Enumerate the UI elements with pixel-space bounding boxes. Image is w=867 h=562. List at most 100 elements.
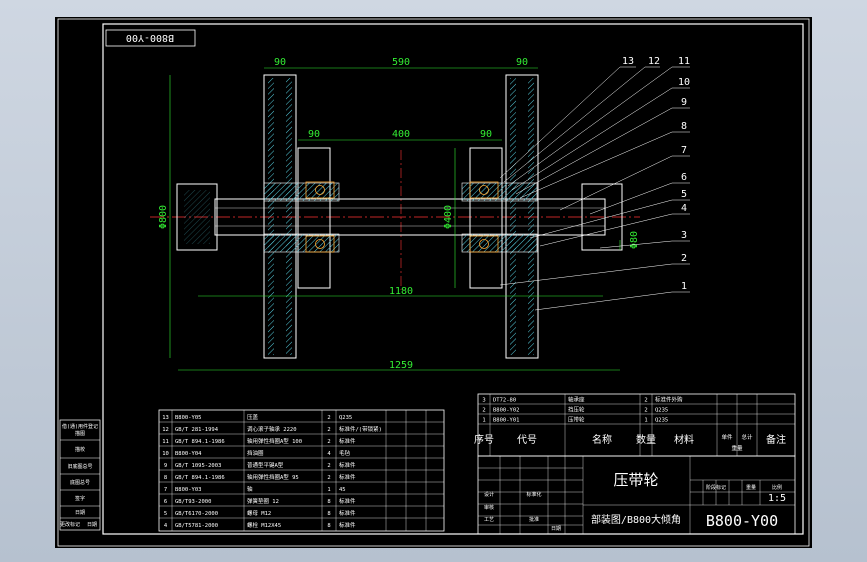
leader-label: 5 [681,189,687,200]
left-hub-disc [297,147,331,289]
table-cell: 挡压轮 [568,406,585,414]
leader-lines [499,66,690,311]
corner-stamp: B800-Y00 [105,29,196,47]
table-cell: 标准件 [339,521,356,529]
inner-frame [102,23,804,535]
table-cell: 轴用弹性挡圈A型 95 [247,473,299,481]
leader-label: 7 [681,145,687,156]
dim-hub-left: 90 [308,129,320,140]
dim-top-overall: 590 [392,57,410,68]
shaft [214,198,606,236]
table-cell: 2 [644,398,647,404]
table-cell: Q235 [655,408,668,414]
table-cell: 8 [327,523,330,529]
header-code: 代号 [517,434,537,446]
tb-standard: 标准化 [526,491,541,498]
table-cell: 螺母 M12 [247,509,271,517]
table-cell: GB/T6170-2000 [175,511,218,517]
leader-label: 2 [681,253,687,264]
table-cell: 2 [482,408,485,414]
stamp-label: 底图总号 [70,479,90,486]
table-cell: 2 [327,475,330,481]
dim-hub-right: 90 [480,129,492,140]
left-hub-hatch [263,182,340,202]
table-cell: 5 [164,511,167,517]
table-cell: 45 [339,487,346,493]
drawing-number: B800-Y00 [706,512,778,530]
table-cell: 调心滚子轴承 2220 [247,425,297,433]
table-cell: 标准件 [339,461,356,469]
dim-shaft-diameter: Φ80 [629,231,640,249]
table-cell: GB/T 1095-2003 [175,463,221,469]
drawing-title: 压带轮 [613,471,658,489]
stamp-label: 借(通)用件登记 [62,423,98,430]
table-cell: 弹簧垫圈 12 [247,497,279,505]
right-hub-disc [469,147,503,289]
leader-label: 6 [681,172,687,183]
dim-hub-diameter: Φ400 [443,205,454,229]
table-cell: 10 [162,451,169,457]
table-cell: 普通型平键A型 [247,461,284,469]
table-cell: 1 [644,418,647,424]
tb-designer: 设计 [484,491,494,498]
leader-label: 10 [678,77,690,88]
leader-label: 13 [622,56,634,67]
dim-hub-span: 400 [392,129,410,140]
tb-approve: 批准 [529,516,539,523]
table-cell: GB/T 894.1-1986 [175,439,225,445]
dim-right-flange: 90 [516,57,528,68]
right-bearing [469,181,499,253]
dim-overall-length: 1259 [389,360,413,371]
header-material: 材料 [674,433,694,446]
table-cell: B800-Y03 [175,487,202,493]
table-cell: 2 [644,408,647,414]
scale-value: 1:5 [768,493,786,504]
paper [55,17,812,548]
leader-label: 11 [678,56,690,67]
table-cell: 螺栓 M12X45 [247,521,281,529]
tb-ratio: 比例 [772,484,782,491]
table-cell: B800-Y04 [175,451,202,457]
table-cell: GB/T93-2000 [175,499,211,505]
table-cell: 标准件 [339,473,356,481]
table-cell: 压带轮 [568,416,585,424]
header-name: 名称 [592,433,612,446]
stamp-label: 日期 [75,510,85,516]
table-cell: 2 [327,415,330,421]
left-bearing-block [176,183,218,251]
table-cell: GB/T5781-2000 [175,523,218,529]
header-total-weight: 总计 [741,433,753,441]
leader-label: 4 [681,203,687,214]
drawing-subtitle: 部装图/B800大倾角 [591,513,681,526]
stamp-label: 旧底图总号 [67,463,92,470]
table-cell: 压盖 [247,413,259,421]
table-cell: 9 [164,463,167,469]
table-cell: 2 [327,427,330,433]
tb-check: 审核 [484,504,494,511]
left-roller-rim [263,74,297,359]
table-cell: B800-Y02 [493,408,520,414]
dim-outer-diameter: Φ800 [158,205,169,229]
tb-stage: 阶段标记 [706,484,726,491]
table-cell: 11 [162,439,169,445]
table-cell: 毛毡 [339,449,351,457]
stamp-label: 日期 [87,522,97,528]
header-unit-weight: 单件 [721,433,733,441]
corner-stamp-text: B800-Y00 [126,32,174,43]
stamp-label: 描校 [75,446,85,453]
table-cell: 轴 [247,485,253,493]
table-cell: GB/T 894.1-1986 [175,475,225,481]
right-bearing-block [581,183,623,251]
assembly-view [150,74,640,359]
table-cell: 标准件/(带锁紧) [339,425,382,433]
table-cell: 4 [164,523,168,529]
table-cell: 挡油圈 [247,449,264,457]
leader-numbers: 13 12 11 10 9 8 7 6 5 4 3 2 1 [622,56,690,292]
table-cell: 标准件外购 [655,396,683,404]
leader-label: 9 [681,97,687,108]
outer-border [57,18,810,547]
parts-list-lower [158,409,445,532]
table-cell: 13 [162,415,169,421]
parts-list-header: 序号 代号 名称 数量 材料 单件 总计 重量 备注 [474,433,786,452]
table-cell: 8 [164,475,167,481]
